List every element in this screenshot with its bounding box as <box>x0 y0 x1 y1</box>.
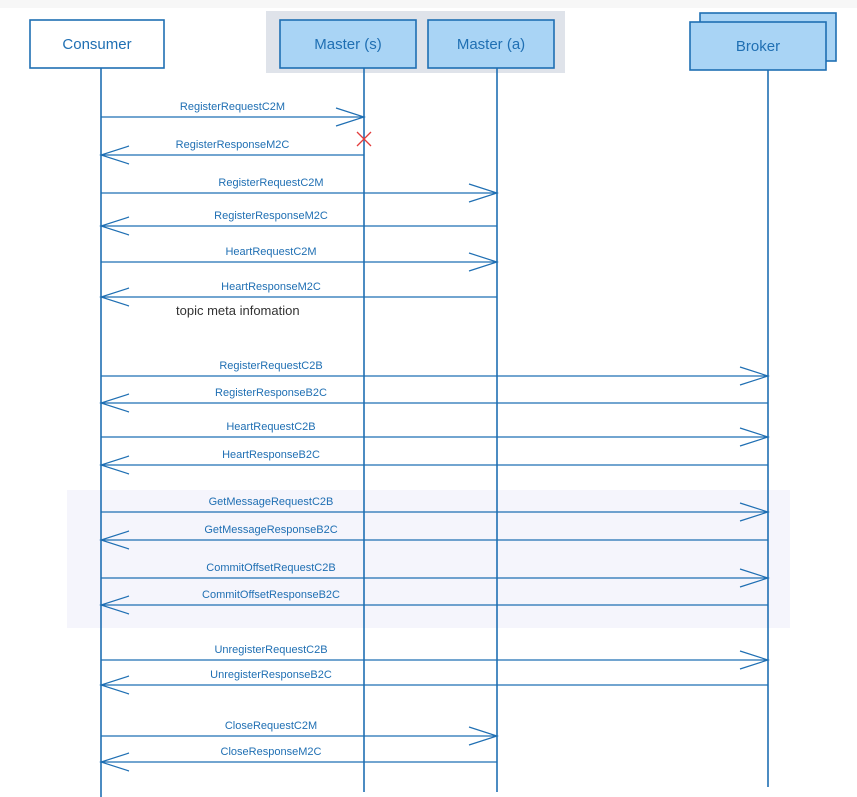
arrowhead-icon <box>99 675 130 695</box>
message-label: GetMessageRequestC2B <box>209 496 334 508</box>
top-bar <box>0 0 857 8</box>
arrowhead-icon <box>335 107 366 127</box>
message-label: RegisterRequestC2B <box>219 360 322 372</box>
message-18: CloseResponseM2C <box>99 746 497 772</box>
message-17: CloseRequestC2M <box>101 720 499 746</box>
message-label: CloseRequestC2M <box>225 720 317 732</box>
arrowhead-icon <box>99 595 130 615</box>
failure-x-icon <box>356 131 372 147</box>
message-label: RegisterResponseM2C <box>176 139 290 151</box>
participant-label-broker: Broker <box>736 38 780 55</box>
message-11: GetMessageRequestC2B <box>101 496 770 522</box>
message-6: HeartResponseM2C <box>99 281 497 307</box>
message-label: CloseResponseM2C <box>221 746 322 758</box>
message-label: UnregisterResponseB2C <box>210 669 332 681</box>
message-7: RegisterRequestC2B <box>101 360 770 386</box>
message-2: RegisterResponseM2C <box>99 131 372 165</box>
message-label: HeartResponseM2C <box>221 281 321 293</box>
message-14: CommitOffsetResponseB2C <box>99 589 768 615</box>
message-label: CommitOffsetRequestC2B <box>206 562 335 574</box>
arrowhead-icon <box>99 455 130 475</box>
message-12: GetMessageResponseB2C <box>99 524 768 550</box>
message-label: HeartRequestC2M <box>225 246 316 258</box>
message-label: CommitOffsetResponseB2C <box>202 589 340 601</box>
message-16: UnregisterResponseB2C <box>99 669 768 695</box>
message-4: RegisterResponseM2C <box>99 210 497 236</box>
participant-box-consumer <box>29 19 165 69</box>
loop-region-background <box>67 490 790 628</box>
arrowhead-icon <box>468 252 499 272</box>
message-label: UnregisterRequestC2B <box>214 644 327 656</box>
participant-label-master-s: Master (s) <box>314 36 382 53</box>
arrowhead-icon <box>739 502 770 522</box>
participant-box-master-s <box>279 19 417 69</box>
message-label: RegisterResponseM2C <box>214 210 328 222</box>
message-label: HeartResponseB2C <box>222 449 320 461</box>
arrowhead-icon <box>99 752 130 772</box>
participant-label-consumer: Consumer <box>62 36 131 53</box>
participant-label-master-a: Master (a) <box>457 36 525 53</box>
arrowhead-icon <box>99 216 130 236</box>
message-9: HeartRequestC2B <box>101 421 770 447</box>
message-13: CommitOffsetRequestC2B <box>101 562 770 588</box>
message-5: HeartRequestC2M <box>101 246 499 272</box>
message-label: RegisterRequestC2M <box>218 177 323 189</box>
participant-box-master-a <box>427 19 555 69</box>
message-label: HeartRequestC2B <box>226 421 315 433</box>
arrowhead-icon <box>739 568 770 588</box>
note-topic-meta: topic meta infomation <box>176 303 300 318</box>
message-label: RegisterRequestC2M <box>180 101 285 113</box>
message-8: RegisterResponseB2C <box>99 387 768 413</box>
arrowhead-icon <box>99 145 130 165</box>
arrowhead-icon <box>739 650 770 670</box>
arrowhead-icon <box>99 530 130 550</box>
message-label: RegisterResponseB2C <box>215 387 327 399</box>
participant-box-broker <box>689 21 827 71</box>
message-1: RegisterRequestC2M <box>101 101 366 127</box>
message-15: UnregisterRequestC2B <box>101 644 770 670</box>
arrowhead-icon <box>99 287 130 307</box>
arrowhead-icon <box>739 366 770 386</box>
arrowhead-icon <box>468 183 499 203</box>
arrowhead-icon <box>468 726 499 746</box>
message-10: HeartResponseB2C <box>99 449 768 475</box>
arrowhead-icon <box>739 427 770 447</box>
arrowhead-icon <box>99 393 130 413</box>
message-label: GetMessageResponseB2C <box>204 524 337 536</box>
message-3: RegisterRequestC2M <box>101 177 499 203</box>
